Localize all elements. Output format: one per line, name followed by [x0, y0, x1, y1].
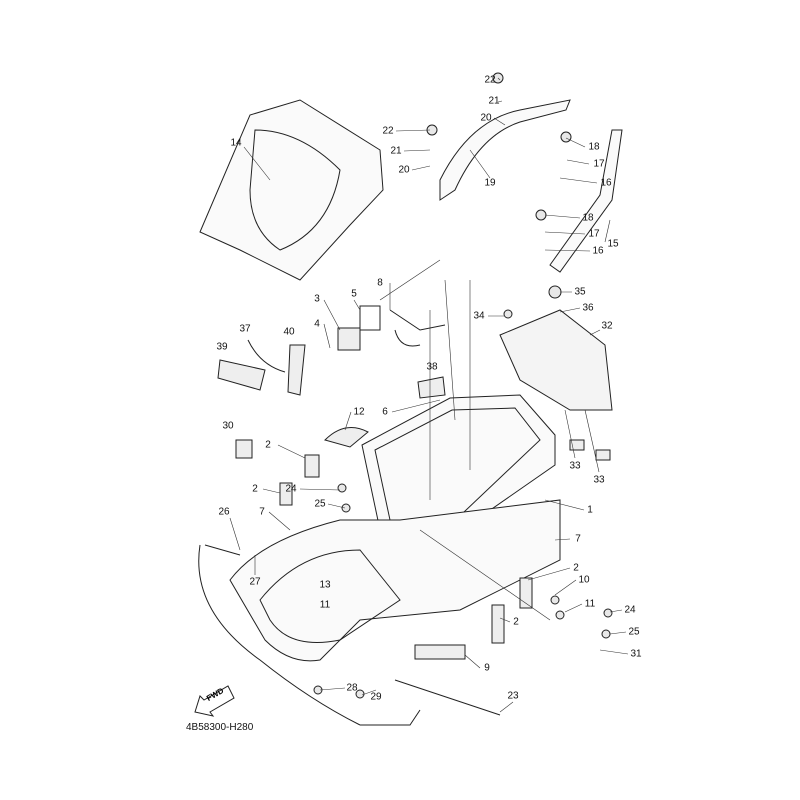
callout-2: 2 — [513, 616, 519, 628]
callout-7: 7 — [575, 533, 581, 545]
callout-17: 17 — [593, 158, 605, 170]
part-32-bracket — [499, 309, 613, 411]
callout-12: 12 — [353, 406, 365, 418]
callout-26: 26 — [218, 506, 230, 518]
callout-33: 33 — [593, 474, 605, 486]
part-9 — [414, 644, 466, 660]
leader-lines — [229, 77, 629, 713]
part-19-grab-bar — [439, 99, 571, 201]
part-14-front-cover — [199, 99, 384, 281]
callout-22: 22 — [382, 125, 394, 137]
part-15-side-bar — [549, 129, 623, 273]
fasteners — [295, 72, 613, 699]
callout-24: 24 — [624, 604, 636, 616]
part-39 — [217, 359, 266, 391]
callout-20: 20 — [480, 112, 492, 124]
callout-40: 40 — [283, 326, 295, 338]
part-37 — [247, 339, 286, 373]
fwd-arrow-shape — [194, 685, 235, 717]
callout-14: 14 — [230, 137, 242, 149]
callout-8: 8 — [377, 277, 383, 289]
part-23-seat-lock — [360, 679, 501, 726]
callout-16: 16 — [592, 245, 604, 257]
callout-18: 18 — [588, 141, 600, 153]
callout-24: 24 — [285, 483, 297, 495]
callout-6: 6 — [382, 406, 388, 418]
callout-17: 17 — [588, 228, 600, 240]
callout-33: 33 — [569, 460, 581, 472]
callout-2: 2 — [265, 439, 271, 451]
part-38 — [417, 376, 446, 399]
part-5 — [359, 305, 381, 331]
callout-21: 21 — [390, 145, 402, 157]
callout-38: 38 — [426, 361, 438, 373]
part-40 — [287, 344, 306, 396]
callout-2: 2 — [573, 562, 579, 574]
diagram-code: 4B58300-H280 — [186, 722, 254, 733]
callout-21: 21 — [488, 95, 500, 107]
callout-23: 23 — [507, 690, 519, 702]
callout-37: 37 — [239, 323, 251, 335]
callout-29: 29 — [370, 691, 382, 703]
callout-27: 27 — [249, 576, 261, 588]
callout-19: 19 — [484, 177, 496, 189]
callout-18: 18 — [582, 212, 594, 224]
callout-25: 25 — [628, 626, 640, 638]
callout-9: 9 — [484, 662, 490, 674]
callout-1: 1 — [587, 504, 593, 516]
part-30 — [235, 439, 253, 459]
callout-34: 34 — [473, 310, 485, 322]
callout-3: 3 — [314, 293, 320, 305]
callout-35: 35 — [574, 286, 586, 298]
part-3 — [337, 327, 361, 351]
callout-16: 16 — [600, 177, 612, 189]
callout-28: 28 — [346, 682, 358, 694]
part-12 — [324, 427, 369, 448]
part-8-harness — [389, 309, 446, 347]
callout-31: 31 — [630, 648, 642, 660]
callout-11: 11 — [319, 599, 331, 611]
callout-32: 32 — [601, 320, 613, 332]
callout-39: 39 — [216, 341, 228, 353]
callout-36: 36 — [582, 302, 594, 314]
part-1-leg-shield — [229, 499, 561, 662]
callout-15: 15 — [607, 238, 619, 250]
callout-13: 13 — [319, 579, 331, 591]
callout-11: 11 — [584, 598, 596, 610]
callout-22: 22 — [484, 74, 496, 86]
callout-10: 10 — [578, 574, 590, 586]
callout-7: 7 — [259, 506, 265, 518]
callout-20: 20 — [398, 164, 410, 176]
callout-2: 2 — [252, 483, 258, 495]
callout-5: 5 — [351, 288, 357, 300]
callout-4: 4 — [314, 318, 320, 330]
callout-25: 25 — [314, 498, 326, 510]
callout-30: 30 — [222, 420, 234, 432]
